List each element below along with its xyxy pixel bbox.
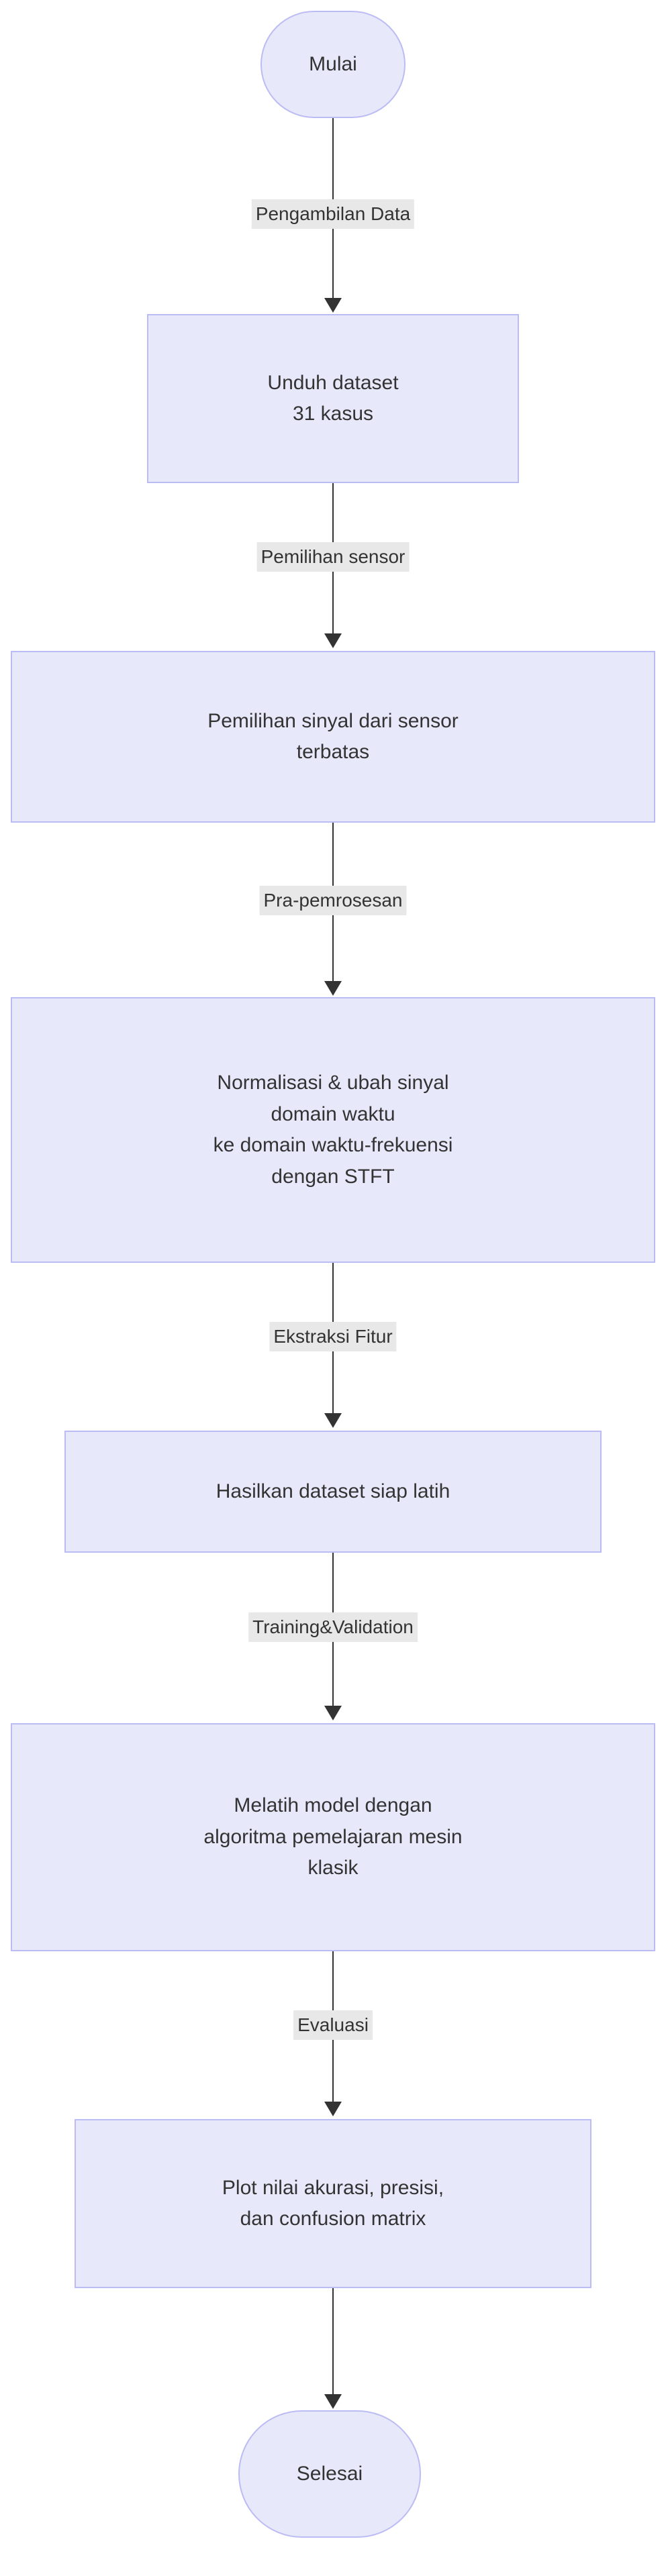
- edge-label-pengambilan-data: Pengambilan Data: [251, 199, 415, 229]
- node-plot-evaluasi-label: Plot nilai akurasi, presisi, dan confusi…: [222, 2176, 444, 2230]
- edge-hasilkan-melatih-arrow: [324, 1706, 342, 1720]
- node-melatih-model[interactable]: Melatih model dengan algoritma pemelajar…: [11, 1723, 655, 1951]
- edge-plot-selesai-arrow: [324, 2394, 342, 2409]
- node-melatih-model-label: Melatih model dengan algoritma pemelajar…: [203, 1794, 463, 1879]
- node-mulai[interactable]: Mulai: [260, 11, 406, 118]
- node-normalisasi-stft[interactable]: Normalisasi & ubah sinyal domain waktu k…: [11, 997, 655, 1263]
- edge-mulai-unduh-arrow: [324, 298, 342, 313]
- node-hasilkan-dataset[interactable]: Hasilkan dataset siap latih: [64, 1431, 602, 1553]
- edge-label-pra-pemrosesan: Pra-pemrosesan: [259, 886, 407, 915]
- edge-label-pemilihan-sensor: Pemilihan sensor: [256, 542, 410, 572]
- node-plot-evaluasi[interactable]: Plot nilai akurasi, presisi, dan confusi…: [75, 2119, 591, 2288]
- node-pemilihan-sinyal[interactable]: Pemilihan sinyal dari sensor terbatas: [11, 651, 655, 823]
- edge-pemilihan-normalisasi-arrow: [324, 981, 342, 996]
- node-selesai-label: Selesai: [296, 2462, 363, 2485]
- edge-plot-selesai-line: [332, 2288, 334, 2397]
- edge-label-training-validation: Training&Validation: [248, 1612, 418, 1642]
- node-unduh-dataset[interactable]: Unduh dataset 31 kasus: [147, 314, 519, 483]
- edge-unduh-pemilihan-arrow: [324, 633, 342, 648]
- edge-melatih-plot-arrow: [324, 2102, 342, 2116]
- node-normalisasi-stft-label: Normalisasi & ubah sinyal domain waktu k…: [213, 1072, 453, 1188]
- node-selesai[interactable]: Selesai: [238, 2410, 421, 2538]
- node-unduh-dataset-label: Unduh dataset 31 kasus: [267, 371, 399, 425]
- node-hasilkan-dataset-label: Hasilkan dataset siap latih: [216, 1480, 450, 1502]
- edge-label-ekstraksi-fitur: Ekstraksi Fitur: [269, 1322, 397, 1351]
- node-pemilihan-sinyal-label: Pemilihan sinyal dari sensor terbatas: [207, 709, 459, 764]
- node-mulai-label: Mulai: [309, 52, 357, 75]
- edge-normalisasi-hasilkan-arrow: [324, 1413, 342, 1428]
- edge-label-evaluasi: Evaluasi: [293, 2010, 373, 2040]
